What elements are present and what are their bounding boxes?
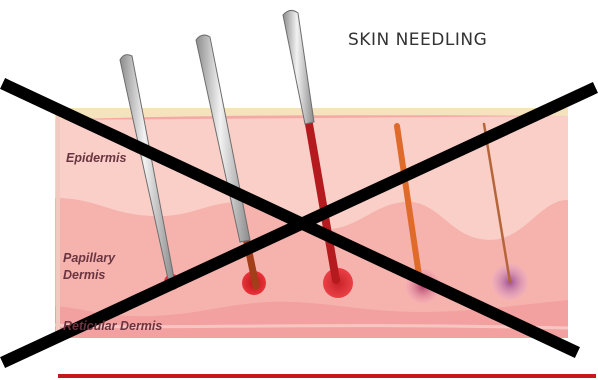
epidermis-label: Epidermis [66, 150, 126, 167]
red-underline [58, 374, 596, 378]
diagram-title: SKIN NEEDLING [348, 30, 487, 50]
papillary-label-line1: Papillary [63, 250, 115, 267]
papillary-label-line2: Dermis [63, 267, 115, 284]
papillary-dermis-label: Papillary Dermis [63, 250, 115, 284]
reticular-dermis-label: Reticular Dermis [63, 318, 162, 335]
